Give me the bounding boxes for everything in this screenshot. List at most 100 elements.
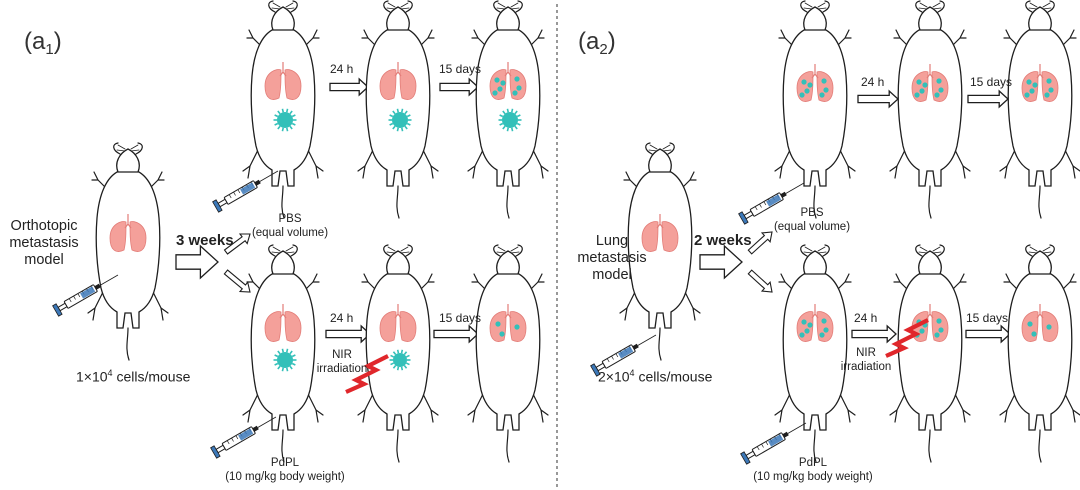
mouse: [889, 244, 971, 463]
metastasis-nodule: [819, 332, 825, 338]
metastasis-nodule: [821, 318, 827, 324]
arrow-24h: [851, 324, 897, 344]
mouse: [87, 142, 169, 361]
arrow-to-treatment: [747, 269, 773, 293]
laser-icon: [345, 354, 389, 394]
metastasis-nodule: [512, 90, 518, 96]
lungs: [641, 214, 679, 252]
control-note: (equal volume): [251, 227, 329, 239]
mouse: [357, 0, 439, 219]
metastasis-nodule: [936, 78, 942, 84]
metastasis-nodule: [823, 87, 829, 93]
metastasis-nodule: [492, 90, 498, 96]
model-line: model: [592, 267, 632, 283]
lungs: [796, 304, 834, 342]
model-name-a1: Orthotopic metastasis model: [2, 218, 86, 269]
lungs: [264, 62, 302, 100]
lungs: [109, 214, 147, 252]
lungs: [796, 64, 834, 102]
metastasis-nodule: [919, 88, 925, 94]
mouse: [774, 0, 856, 219]
treatment-label-a1: PdPL (10 mg/kg body weight): [210, 456, 360, 484]
lungs: [489, 304, 527, 342]
arrow-24h: [325, 324, 371, 344]
metastasis-nodule: [919, 328, 925, 334]
irradiation-label-a1: NIR irradiation: [312, 348, 372, 376]
control-label-a1: PBS (equal volume): [240, 212, 340, 240]
mouse: [357, 244, 439, 463]
metastasis-nodule: [804, 328, 810, 334]
model-line: Lung: [595, 233, 629, 249]
metastasis-nodule: [819, 92, 825, 98]
mouse: [242, 0, 324, 219]
metastasis-nodule: [807, 82, 813, 88]
metastasis-nodule: [1046, 324, 1052, 330]
metastasis-nodule: [938, 87, 944, 93]
metastasis-nodule: [1031, 331, 1037, 337]
metastasis-nodule: [500, 80, 506, 86]
model-line: metastasis: [577, 250, 647, 266]
irradiation-label-a2: NIR irradiation: [836, 346, 896, 374]
metastasis-nodule: [495, 321, 501, 327]
syringe-icon: [590, 334, 657, 377]
metastasis-nodule: [801, 319, 807, 325]
mouse: [467, 0, 549, 219]
control-name: PBS: [800, 207, 824, 219]
syringe-icon: [740, 422, 807, 465]
arrow-to-groups: [699, 244, 743, 280]
primary-tumor: [273, 108, 297, 132]
primary-tumor: [389, 349, 411, 371]
metastasis-nodule: [934, 332, 940, 338]
metastasis-nodule: [1029, 88, 1035, 94]
wait-period-a2: 2 weeks: [694, 232, 752, 249]
metastasis-nodule: [1032, 82, 1038, 88]
lungs: [379, 304, 417, 342]
metastasis-nodule: [499, 331, 505, 337]
treatment-step2-a2: 15 days: [966, 311, 1009, 325]
treatment-note: (10 mg/kg body weight): [753, 471, 873, 483]
metastasis-nodule: [823, 327, 829, 333]
metastasis-nodule: [516, 85, 522, 91]
primary-tumor: [498, 108, 522, 132]
metastasis-nodule: [799, 92, 805, 98]
metastasis-nodule: [938, 327, 944, 333]
arrow-15days: [439, 77, 479, 97]
lungs: [489, 62, 527, 100]
metastasis-nodule: [799, 332, 805, 338]
control-name: PBS: [278, 213, 302, 225]
metastasis-nodule: [1046, 78, 1052, 84]
mouse: [889, 0, 971, 219]
lungs: [911, 304, 949, 342]
cell-dose-a2: 2×104 cells/mouse: [598, 368, 713, 385]
model-line: metastasis: [9, 235, 79, 251]
primary-tumor: [388, 108, 412, 132]
treatment-label-a2: PdPL (10 mg/kg body weight): [738, 456, 888, 484]
control-step1-a1: 24 h: [330, 62, 354, 76]
control-note: (equal volume): [773, 221, 851, 233]
treatment-step1-a1: 24 h: [330, 311, 354, 325]
mouse: [999, 244, 1080, 463]
primary-tumor: [273, 348, 297, 372]
mouse: [242, 244, 324, 463]
panel-label-a2: (a2): [578, 28, 616, 58]
treatment-step1-a2: 24 h: [854, 311, 878, 325]
irradiation-line: NIR: [332, 349, 352, 361]
mouse: [999, 0, 1080, 219]
lungs: [379, 62, 417, 100]
irradiation-line: irradiation: [316, 363, 368, 375]
treatment-step2-a1: 15 days: [439, 311, 482, 325]
metastasis-nodule: [807, 322, 813, 328]
metastasis-nodule: [936, 318, 942, 324]
treatment-note: (10 mg/kg body weight): [225, 471, 345, 483]
metastasis-nodule: [514, 324, 520, 330]
metastasis-nodule: [934, 92, 940, 98]
mouse: [467, 244, 549, 463]
metastasis-nodule: [497, 86, 503, 92]
control-label-a2: PBS (equal volume): [762, 206, 862, 234]
laser-icon: [885, 318, 929, 358]
metastasis-nodule: [514, 76, 520, 82]
irradiation-line: irradiation: [840, 361, 892, 373]
metastasis-nodule: [914, 92, 920, 98]
arrow-to-treatment: [223, 269, 251, 293]
